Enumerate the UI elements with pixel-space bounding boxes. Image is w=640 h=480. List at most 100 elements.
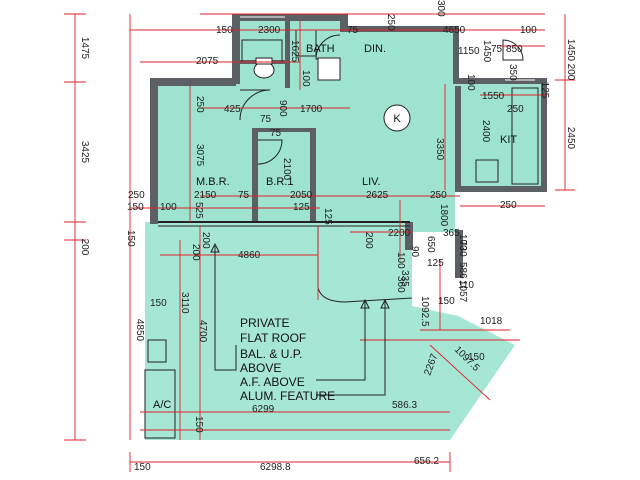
dim-label: 4850 (134, 319, 145, 342)
dim-label: 125 (427, 258, 444, 269)
dim-label: 250 (194, 96, 205, 113)
dim-label: 150 (134, 462, 151, 473)
dim-label: 586.3 (392, 400, 417, 411)
dim-label: 730 (457, 240, 468, 257)
note-line: BAL. & U.P. (240, 347, 302, 361)
dim-label: 2050 (290, 190, 313, 201)
dim-label: 250 (385, 14, 396, 31)
dim-label: 75 (491, 44, 503, 55)
note-leaders (210, 242, 390, 396)
dim-label: 2625 (366, 190, 389, 201)
note-line: ABOVE (240, 361, 281, 375)
dim-label: 1057 (457, 280, 468, 303)
dimension-labels-left: 1475 3425 200 4850 (79, 37, 145, 342)
room-label-liv: LIV. (362, 176, 381, 188)
dim-label: 200 (190, 244, 201, 261)
dim-label: 125 (322, 208, 333, 225)
dim-label: 150 (150, 298, 167, 309)
dim-label: 125 (293, 202, 310, 213)
room-label-bath: BATH (306, 43, 335, 55)
dim-label: 4650 (443, 25, 466, 36)
dim-label: 1800 (438, 204, 449, 227)
dim-label: 150 (216, 25, 233, 36)
dim-label: 2450 (565, 127, 576, 150)
dim-label: 6298.8 (260, 462, 291, 473)
note-line: ALUM. FEATURE (240, 389, 335, 403)
dim-label: 110 (458, 280, 474, 291)
dimension-labels-bottom: 150 6298.8 656.2 (134, 456, 439, 473)
dim-label: 250 (430, 190, 447, 201)
dim-label: 100 (520, 25, 537, 36)
dim-label: 4700 (197, 320, 208, 343)
kitchen-fixtures (475, 87, 539, 185)
dim-label: 2300 (258, 25, 281, 36)
dim-label: 75 (260, 114, 272, 125)
dim-label: 3075 (194, 144, 205, 167)
dim-label: 250 (500, 200, 517, 211)
dim-label: 650 (425, 236, 436, 253)
dim-label: 2075 (196, 56, 219, 67)
dim-label: 1150 (458, 46, 480, 57)
dim-label: 6299 (252, 404, 275, 415)
dim-label: 125 (539, 82, 550, 99)
dim-label: 2400 (480, 120, 491, 143)
room-label-ac: A/C (153, 399, 171, 411)
walls (150, 14, 547, 278)
dim-label: 1450 (481, 40, 492, 63)
unit-floor (152, 18, 545, 232)
note-line: FLAT ROOF (240, 331, 306, 345)
compass-label: K (393, 113, 401, 125)
dim-label: 150 (125, 230, 136, 247)
dim-label: 200 (79, 239, 90, 256)
dim-label: 200 (200, 232, 211, 249)
dim-label: 525 (193, 202, 204, 219)
dim-label: 4860 (238, 250, 261, 261)
room-label-din: DIN. (364, 43, 386, 55)
room-label-mbr: M.B.R. (196, 176, 230, 188)
dim-label: 900 (277, 100, 288, 117)
dim-label: 75 (347, 25, 359, 36)
dim-label: 850 (506, 44, 523, 55)
dim-label: 90 (409, 246, 420, 258)
dim-label: 100 (465, 74, 476, 91)
dim-label: 1550 (482, 91, 505, 102)
dim-label: 150 (193, 416, 204, 433)
dim-label: 250 (507, 104, 524, 115)
flat-roof-notes: PRIVATE FLAT ROOF BAL. & U.P. ABOVE A.F.… (240, 316, 335, 403)
dim-label: 2150 (194, 190, 217, 201)
dim-label: 350 (507, 64, 518, 81)
dim-label: 3350 (434, 138, 445, 161)
dim-label: 1450 (565, 39, 576, 62)
room-label-kit: KIT (500, 134, 517, 146)
dim-label: 2100 (281, 158, 292, 181)
note-line: PRIVATE (240, 316, 290, 330)
dim-label: 1475 (79, 37, 90, 60)
dimension-labels-right: 1450 200 125 2450 (539, 39, 576, 150)
compass-icon: K (383, 104, 411, 132)
dim-label: 300 (435, 0, 446, 17)
dim-label: 75 (270, 128, 282, 139)
dim-label: 150 (438, 296, 455, 307)
dim-label: 365 (443, 228, 460, 239)
dim-label: 1700 (300, 104, 323, 115)
ac-unit (144, 339, 176, 439)
dim-label: 100 (395, 252, 406, 269)
dim-label: 200 (363, 232, 374, 249)
private-flat-roof-area (145, 222, 515, 440)
dim-label: 100 (300, 70, 311, 87)
dim-label: 425 (224, 104, 241, 115)
dim-label: 75 (238, 190, 250, 201)
dim-label: 200 (565, 64, 576, 81)
dim-label: 150 (468, 352, 485, 363)
dim-label: 1625 (289, 40, 300, 63)
dim-label: 150 (127, 202, 144, 213)
dim-label: 3110 (179, 292, 190, 314)
dim-label: 250 (128, 190, 145, 201)
dim-label: 1018 (480, 316, 503, 327)
door-swings (239, 34, 524, 165)
dim-label: 100 (160, 202, 177, 213)
dimension-labels-top: 150 2300 75 250 300 4650 100 (216, 0, 537, 36)
dim-label: 100 (457, 234, 468, 251)
dim-label: 586 (457, 262, 468, 279)
